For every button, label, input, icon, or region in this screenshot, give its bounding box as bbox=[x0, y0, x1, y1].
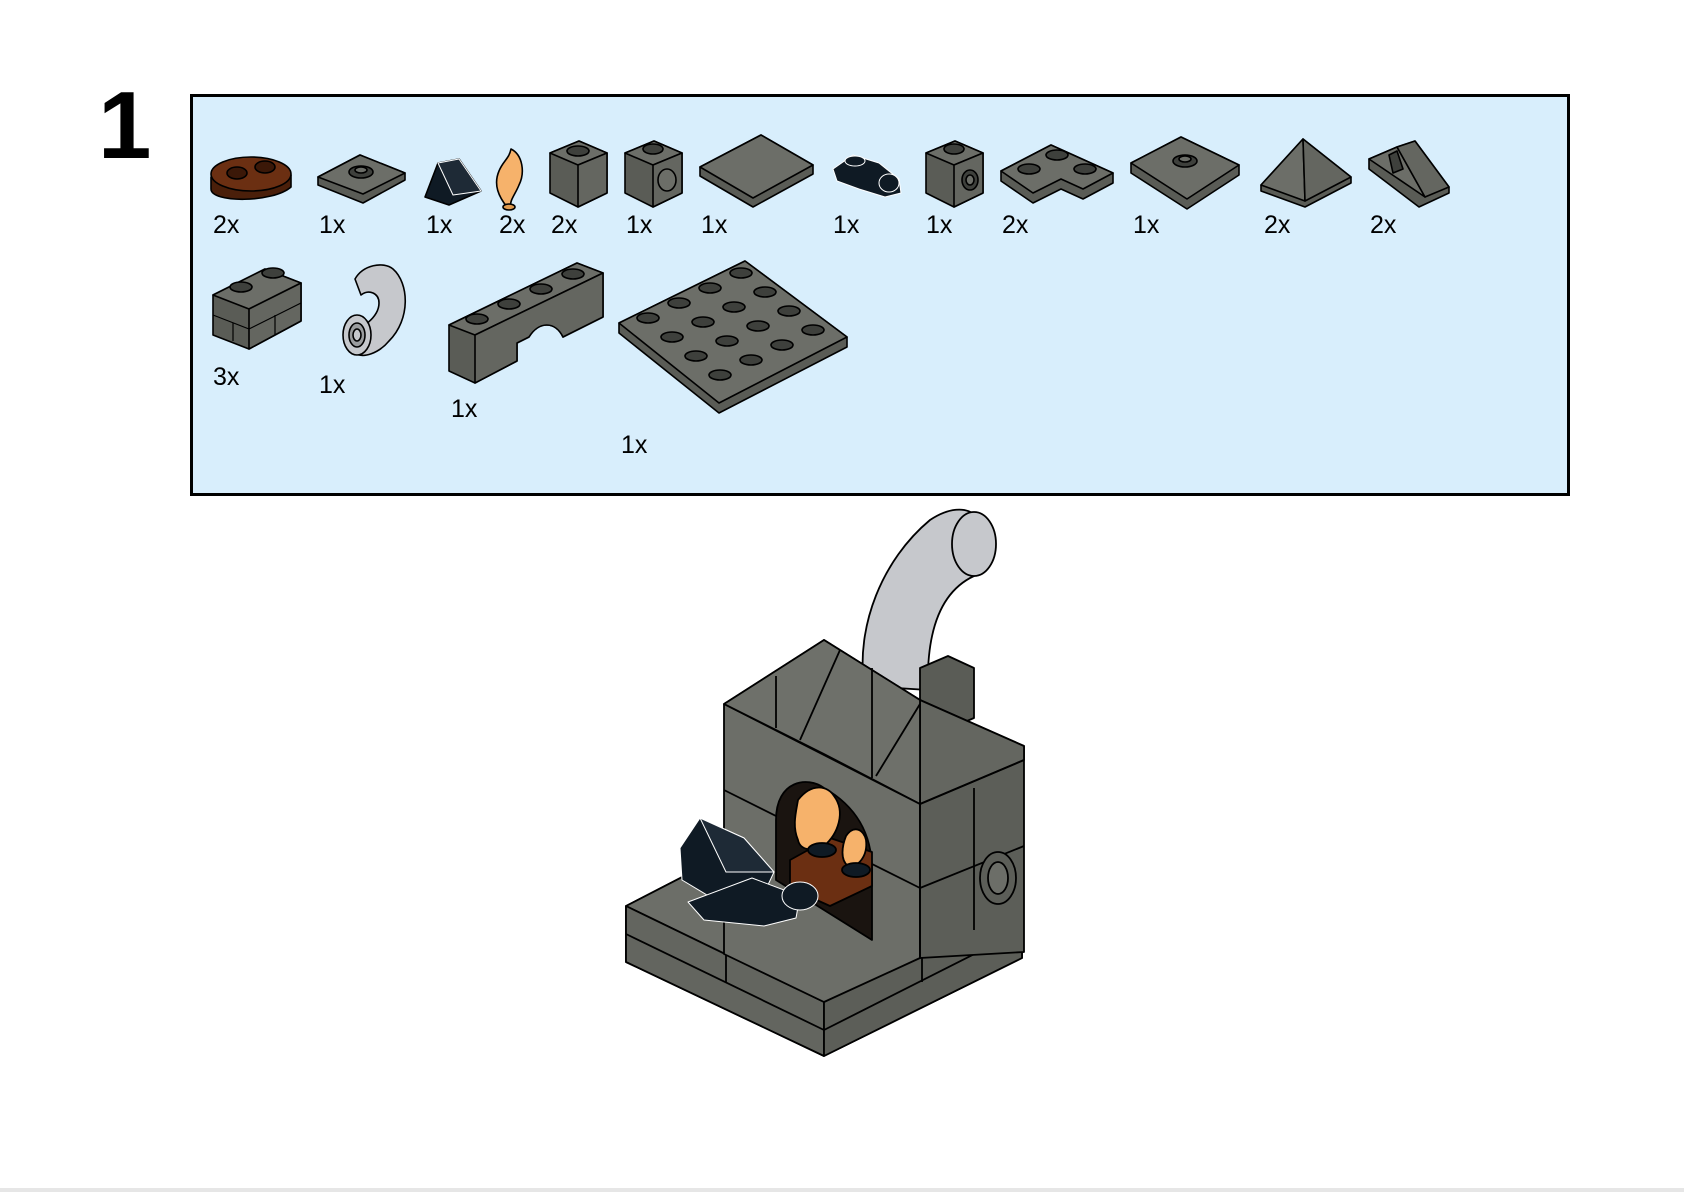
part-qty-label: 1x bbox=[426, 211, 453, 239]
part-plate-clip-black bbox=[833, 155, 901, 197]
part-slope-cheese bbox=[1369, 141, 1449, 207]
part-qty-label: 2x bbox=[1264, 211, 1291, 239]
part-qty-label: 1x bbox=[1133, 211, 1160, 239]
part-qty-label: 1x bbox=[833, 211, 860, 239]
part-slope-black bbox=[425, 159, 481, 205]
parts-list-panel: 2x 1x 1x 2x 2x 1x 1x 1x 1x 2x 1x 2x 2x 3… bbox=[190, 94, 1570, 496]
step-number: 1 bbox=[98, 78, 151, 174]
part-plate-corner-2x2 bbox=[1001, 145, 1113, 203]
part-brick-side-stud bbox=[926, 141, 983, 207]
part-qty-label: 1x bbox=[626, 211, 653, 239]
part-brick-technic-hole bbox=[625, 141, 682, 207]
part-qty-label: 2x bbox=[1002, 211, 1029, 239]
parts-list-drawing: 2x 1x 1x 2x 2x 1x 1x 1x 1x 2x 1x 2x 2x 3… bbox=[193, 97, 1567, 493]
part-qty-label: 2x bbox=[213, 211, 240, 239]
part-brick-1x1 bbox=[550, 141, 607, 207]
part-flame bbox=[497, 149, 523, 210]
part-qty-label: 1x bbox=[451, 395, 478, 423]
part-qty-label: 1x bbox=[319, 211, 346, 239]
part-qty-label: 1x bbox=[621, 431, 648, 459]
part-qty-label: 3x bbox=[213, 363, 240, 391]
part-qty-label: 2x bbox=[499, 211, 526, 239]
part-plate-jumper-1x2 bbox=[318, 155, 405, 203]
part-plate-round-brown bbox=[211, 157, 291, 199]
part-qty-label: 1x bbox=[701, 211, 728, 239]
part-qty-label: 1x bbox=[319, 371, 346, 399]
part-plate-4x4 bbox=[619, 261, 847, 413]
part-qty-label: 1x bbox=[926, 211, 953, 239]
part-plate-jumper-2x2 bbox=[1131, 137, 1239, 209]
part-arch-1x4 bbox=[449, 263, 603, 383]
part-tile-2x2 bbox=[700, 135, 813, 207]
part-slope-pyramid bbox=[1261, 139, 1351, 207]
part-brick-masonry bbox=[213, 268, 301, 349]
part-pipe-elbow bbox=[343, 265, 405, 355]
part-qty-label: 2x bbox=[1370, 211, 1397, 239]
part-qty-label: 2x bbox=[551, 211, 578, 239]
page-bottom-edge bbox=[0, 1188, 1684, 1192]
